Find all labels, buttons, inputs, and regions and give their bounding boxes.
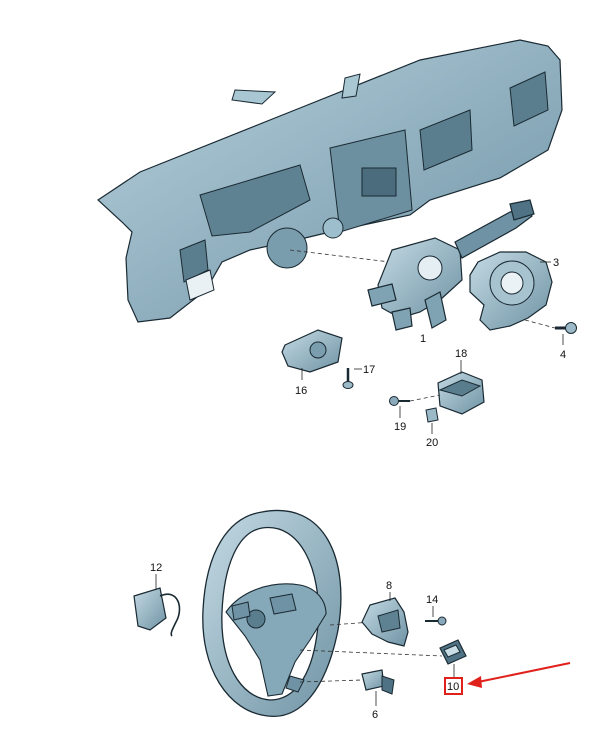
screw-14	[425, 616, 447, 626]
switch-10	[439, 639, 467, 665]
clip-20	[425, 407, 439, 423]
callout-label-19: 19	[394, 421, 406, 433]
dashboard-panel	[97, 39, 563, 323]
callout-label-20: 20	[426, 437, 438, 449]
steering-column-switch	[367, 199, 535, 331]
red-arrow-icon	[467, 662, 571, 688]
screw-17	[342, 368, 354, 389]
module-18	[437, 371, 485, 415]
callout-label-6: 6	[372, 709, 378, 721]
connector-6	[361, 669, 395, 695]
leader-19-to-18	[409, 394, 441, 402]
callout-label-12: 12	[150, 562, 162, 574]
leader-dashboard-to-switch	[289, 249, 391, 263]
callout-label-16: 16	[295, 385, 307, 397]
leader-3-to-4	[524, 319, 556, 329]
callout-label-18: 18	[455, 348, 467, 360]
leader-wheel-to-6	[299, 679, 363, 683]
wiring-harness-12	[133, 587, 181, 637]
screw-19	[389, 396, 410, 406]
trim-cover-8	[361, 597, 409, 647]
callout-label-14: 14	[426, 594, 438, 606]
clock-spring	[469, 251, 553, 331]
callout-label-10: 10	[447, 681, 459, 693]
callout-label-3: 3	[553, 257, 559, 269]
callout-label-17: 17	[363, 364, 375, 376]
bracket-16	[281, 329, 343, 373]
steering-wheel	[202, 509, 342, 717]
bolt-4	[555, 322, 577, 334]
callout-label-4: 4	[560, 349, 566, 361]
leader-wheel-to-10	[299, 649, 443, 657]
callout-label-8: 8	[386, 580, 392, 592]
callout-label-1: 1	[420, 333, 426, 345]
callout-10-highlight-box	[444, 677, 463, 695]
